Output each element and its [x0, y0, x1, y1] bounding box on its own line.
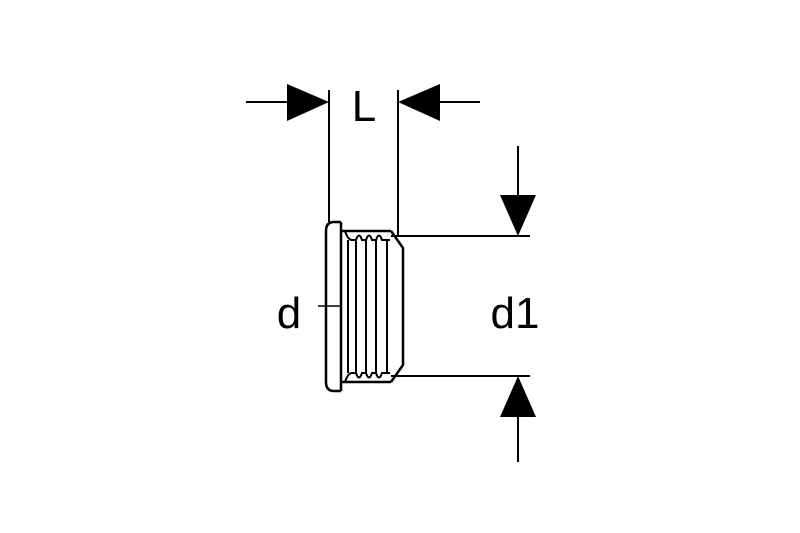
- length-label: L: [352, 82, 376, 131]
- length-dimension: L: [246, 82, 480, 236]
- diameter-label: d: [277, 289, 301, 338]
- d1-arrow-top-icon: [500, 195, 536, 236]
- inner-diameter-label: d1: [491, 289, 540, 338]
- body-tapered-end: [389, 230, 405, 383]
- inner-diameter-dimension: d1: [391, 146, 539, 462]
- length-arrow-right-icon: [398, 84, 440, 121]
- thread-ridges-bottom: [344, 372, 390, 383]
- d1-arrow-bottom-icon: [500, 376, 536, 417]
- length-arrow-left-icon: [287, 84, 329, 121]
- thread-ridges-top: [344, 230, 390, 241]
